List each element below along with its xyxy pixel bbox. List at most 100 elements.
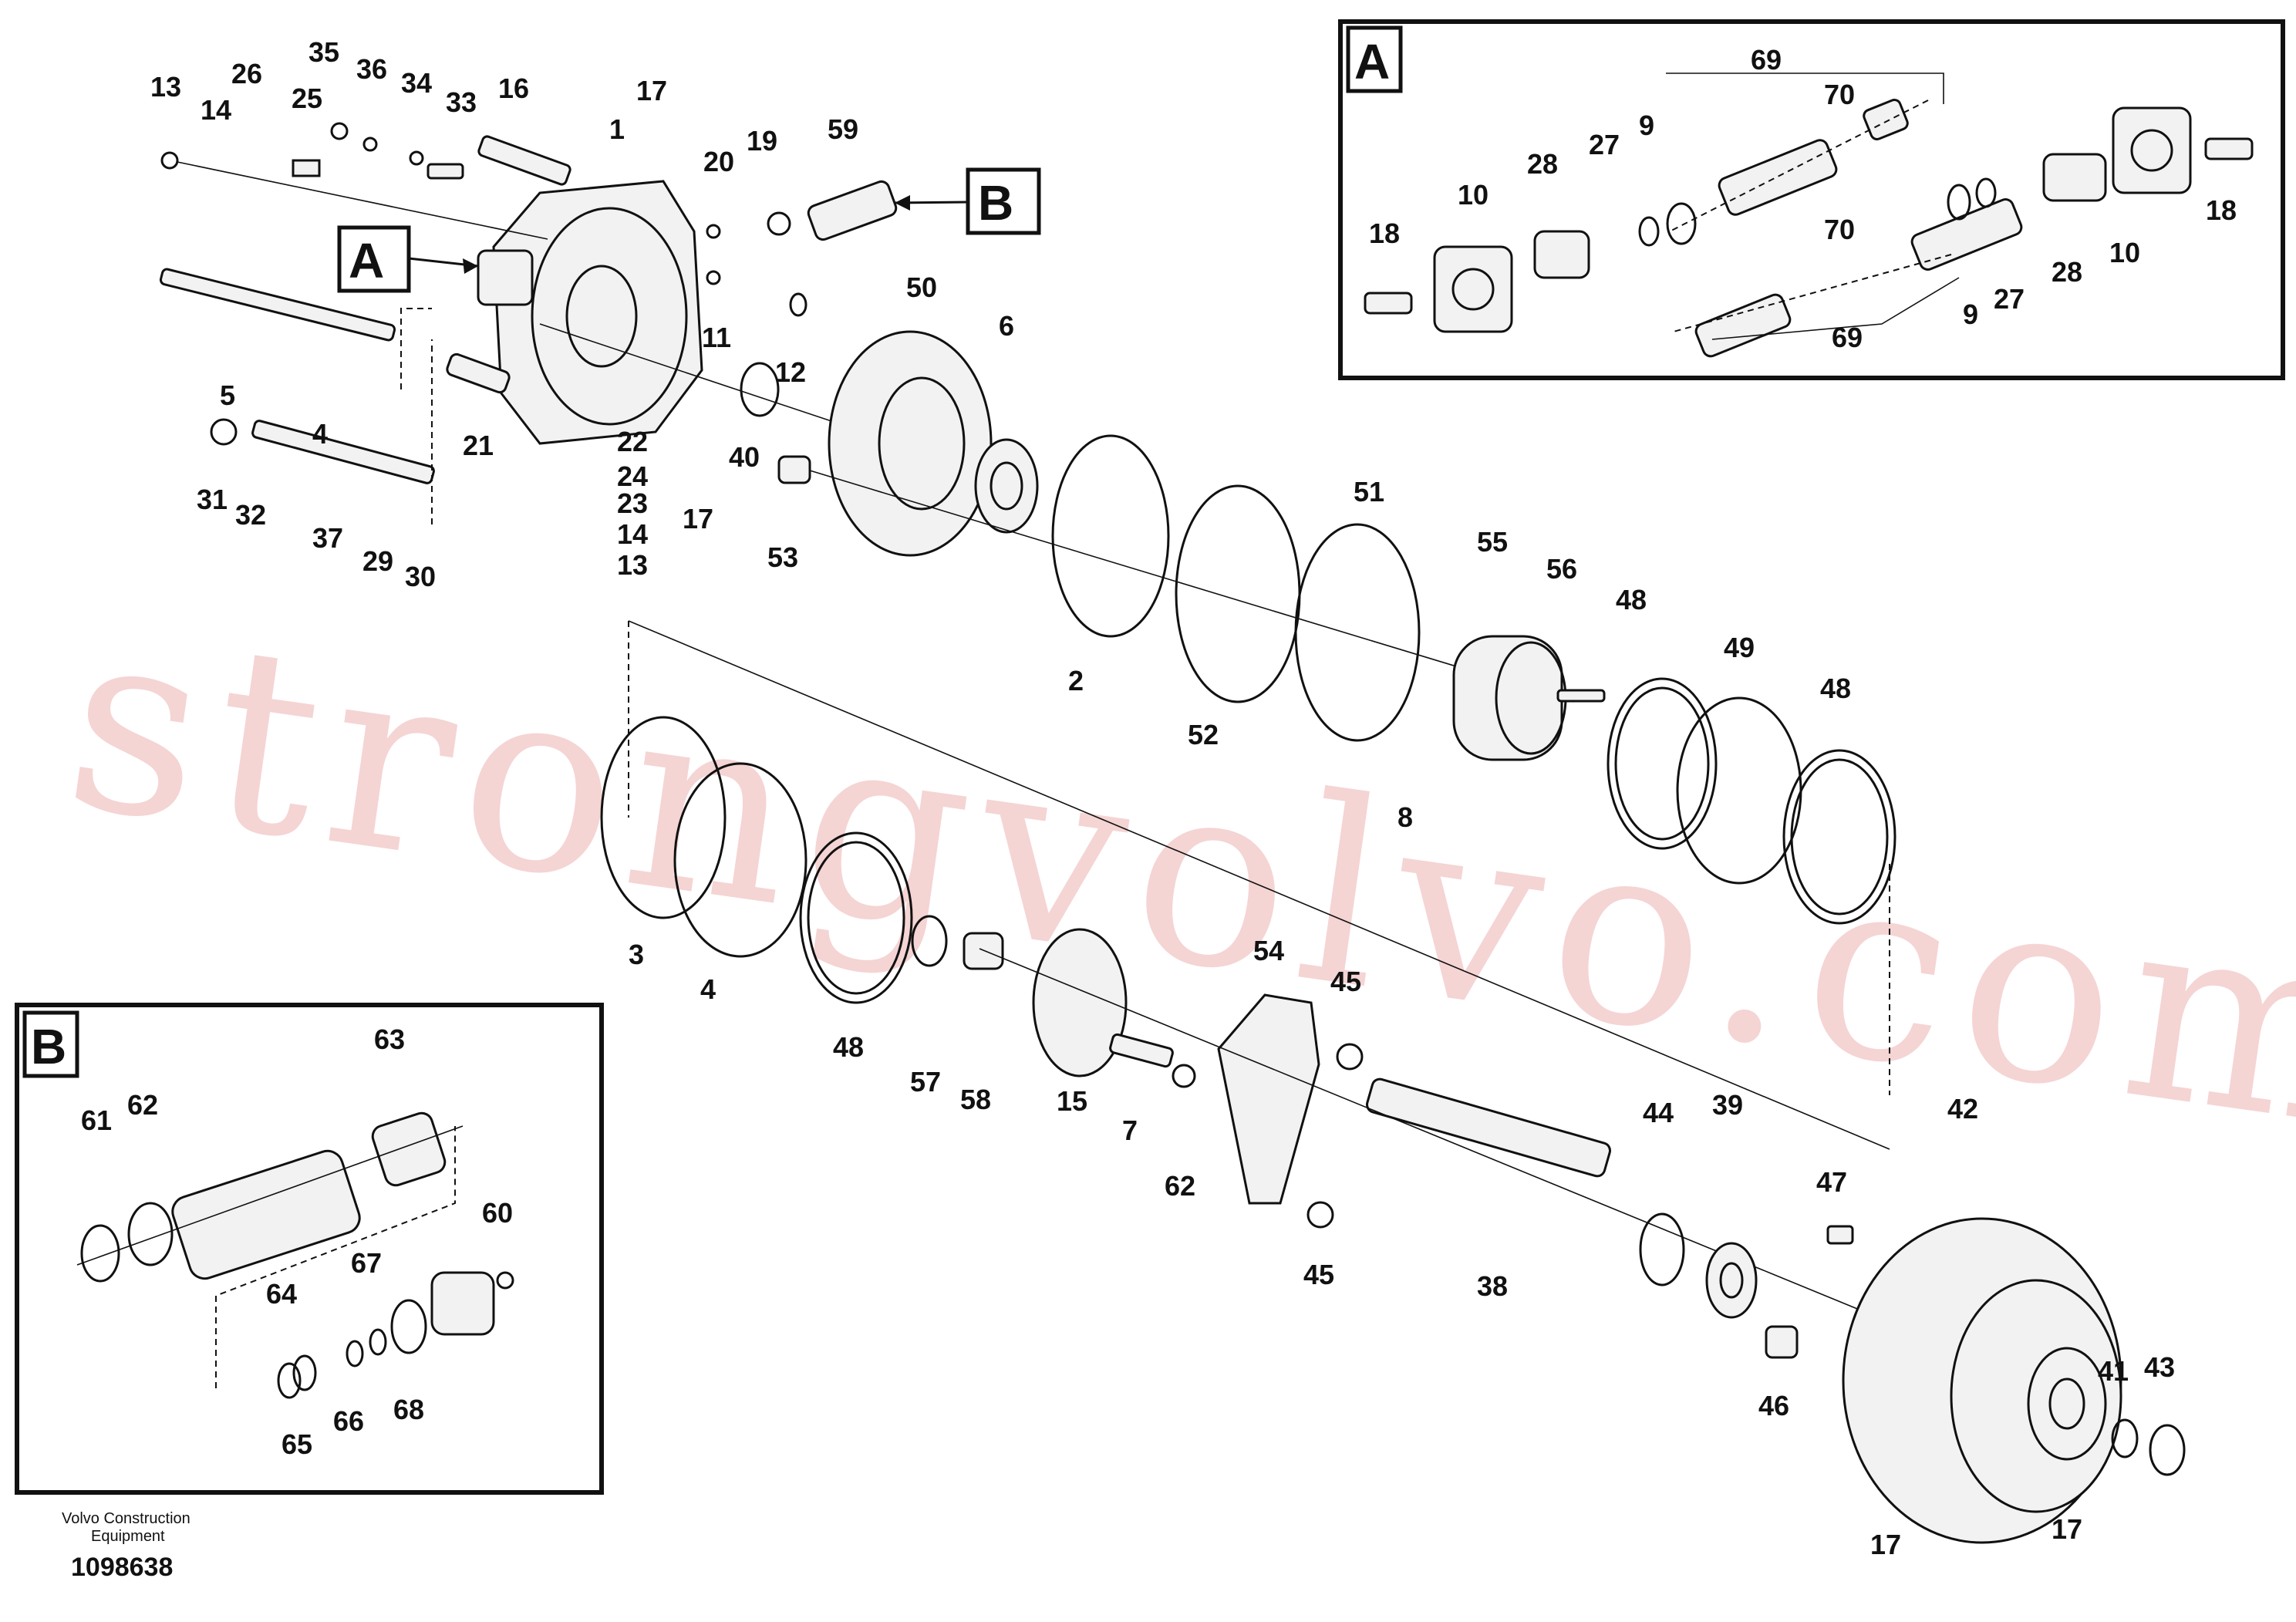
label-l12: 12	[775, 356, 806, 388]
label-b62: 62	[127, 1089, 158, 1121]
label-a27a: 27	[1589, 129, 1620, 160]
label-l8: 8	[1397, 801, 1413, 833]
label-a69b: 69	[1832, 322, 1863, 353]
label-l17d: 17	[2052, 1513, 2082, 1545]
inset-a-spool-bottom	[1694, 106, 2254, 358]
label-a9a: 9	[1639, 110, 1654, 141]
label-l37: 37	[312, 522, 343, 554]
part-58-bush	[963, 932, 1004, 970]
label-l3: 3	[629, 939, 644, 970]
inset-a-dashline-2	[1673, 254, 1952, 332]
part-62-ring	[1172, 1064, 1196, 1088]
label-l4b: 4	[700, 973, 716, 1005]
motor-housing	[477, 180, 703, 445]
label-l2: 2	[1068, 665, 1084, 696]
label-a10a: 10	[1458, 179, 1489, 211]
label-b67: 67	[351, 1247, 382, 1279]
part-7-pin	[1109, 1033, 1174, 1068]
part-48-friction-plate-b	[1782, 749, 1896, 925]
footer-doc-number: 1098638	[71, 1553, 173, 1582]
callout-b-letter: B	[978, 175, 1013, 231]
part-47-pin	[1826, 1225, 1854, 1245]
label-l48a: 48	[1616, 584, 1647, 615]
label-l49: 49	[1724, 632, 1755, 663]
label-l59: 59	[828, 113, 858, 145]
label-l11: 11	[702, 322, 731, 353]
label-l47: 47	[1816, 1166, 1847, 1198]
label-a27b: 27	[1994, 283, 2025, 315]
label-l44: 44	[1643, 1097, 1674, 1128]
part-45-bearing-b	[1306, 1201, 1334, 1229]
part-55-cylinder-block	[1452, 635, 1567, 761]
label-l48b: 48	[1820, 673, 1851, 704]
label-l40: 40	[729, 441, 760, 473]
label-l19: 19	[747, 125, 777, 157]
part-54-swash-plate	[1217, 993, 1320, 1205]
label-l25: 25	[292, 83, 322, 114]
label-l29: 29	[362, 545, 393, 577]
label-a9b: 9	[1963, 298, 1978, 330]
inset-a-letter-box	[1346, 25, 1403, 93]
part-53-spring	[777, 455, 811, 484]
label-l62: 62	[1165, 1170, 1195, 1202]
part-50-plate	[828, 330, 993, 557]
part-48-friction-plate-a	[1607, 677, 1718, 850]
callout-a: A	[337, 225, 479, 293]
inset-a-spool-top	[1364, 99, 1909, 333]
label-l1: 1	[609, 113, 625, 145]
footer-company-line2: Equipment	[91, 1528, 165, 1545]
label-b64: 64	[266, 1278, 297, 1310]
part-51-oring	[1294, 523, 1421, 742]
inset-b: B 63 61 62 60 67 64 65 66 68	[15, 1003, 604, 1495]
label-l22: 22	[617, 426, 648, 457]
label-l14b: 14	[617, 518, 648, 550]
label-l57: 57	[910, 1066, 941, 1098]
label-l7: 7	[1122, 1114, 1138, 1146]
inset-a-dashline-1	[1669, 99, 1929, 232]
part-6-retainer	[974, 438, 1039, 534]
label-l17b: 17	[683, 503, 713, 534]
label-l20: 20	[703, 146, 734, 177]
part-57-seal	[911, 915, 948, 967]
housing-small-parts	[159, 122, 898, 524]
label-l52: 52	[1188, 719, 1219, 750]
label-l23: 23	[617, 487, 648, 519]
label-l58: 58	[960, 1084, 991, 1115]
label-l43: 43	[2144, 1351, 2175, 1383]
part-44-ring	[1639, 1212, 1685, 1286]
label-l53: 53	[767, 541, 798, 573]
label-l6: 6	[999, 310, 1014, 342]
label-l45a: 45	[1330, 966, 1361, 997]
footer-company-line1: Volvo Construction	[62, 1510, 190, 1527]
label-l51: 51	[1354, 476, 1384, 508]
label-l17c: 17	[1870, 1529, 1901, 1560]
label-l42: 42	[1947, 1093, 1978, 1125]
label-a28a: 28	[1527, 148, 1558, 180]
part-46-plug	[1765, 1325, 1799, 1359]
part-38-shaft	[1366, 1077, 1611, 1178]
part-56-pin	[1556, 689, 1606, 703]
part-40-bearing	[740, 362, 780, 417]
part-39-bearing	[1705, 1242, 1758, 1319]
label-l33: 33	[446, 86, 477, 118]
label-l16: 16	[498, 73, 529, 104]
label-l35: 35	[308, 36, 339, 68]
label-l56: 56	[1546, 553, 1577, 585]
label-l5: 5	[220, 379, 235, 411]
label-a18a: 18	[1369, 218, 1400, 249]
label-l17a: 17	[636, 75, 667, 106]
inset-a-letter: A	[1354, 34, 1390, 89]
label-l54: 54	[1253, 935, 1284, 966]
label-l24: 24	[617, 460, 648, 492]
label-l34: 34	[401, 67, 432, 99]
label-b63: 63	[374, 1023, 405, 1055]
label-l39: 39	[1712, 1089, 1743, 1121]
label-l46: 46	[1758, 1390, 1789, 1421]
part-3-snap-ring	[600, 716, 727, 919]
label-l32: 32	[235, 499, 266, 531]
inset-b-letter: B	[31, 1019, 66, 1074]
label-b60: 60	[482, 1197, 513, 1229]
label-b65: 65	[282, 1428, 312, 1460]
callout-b: B	[894, 167, 1041, 235]
